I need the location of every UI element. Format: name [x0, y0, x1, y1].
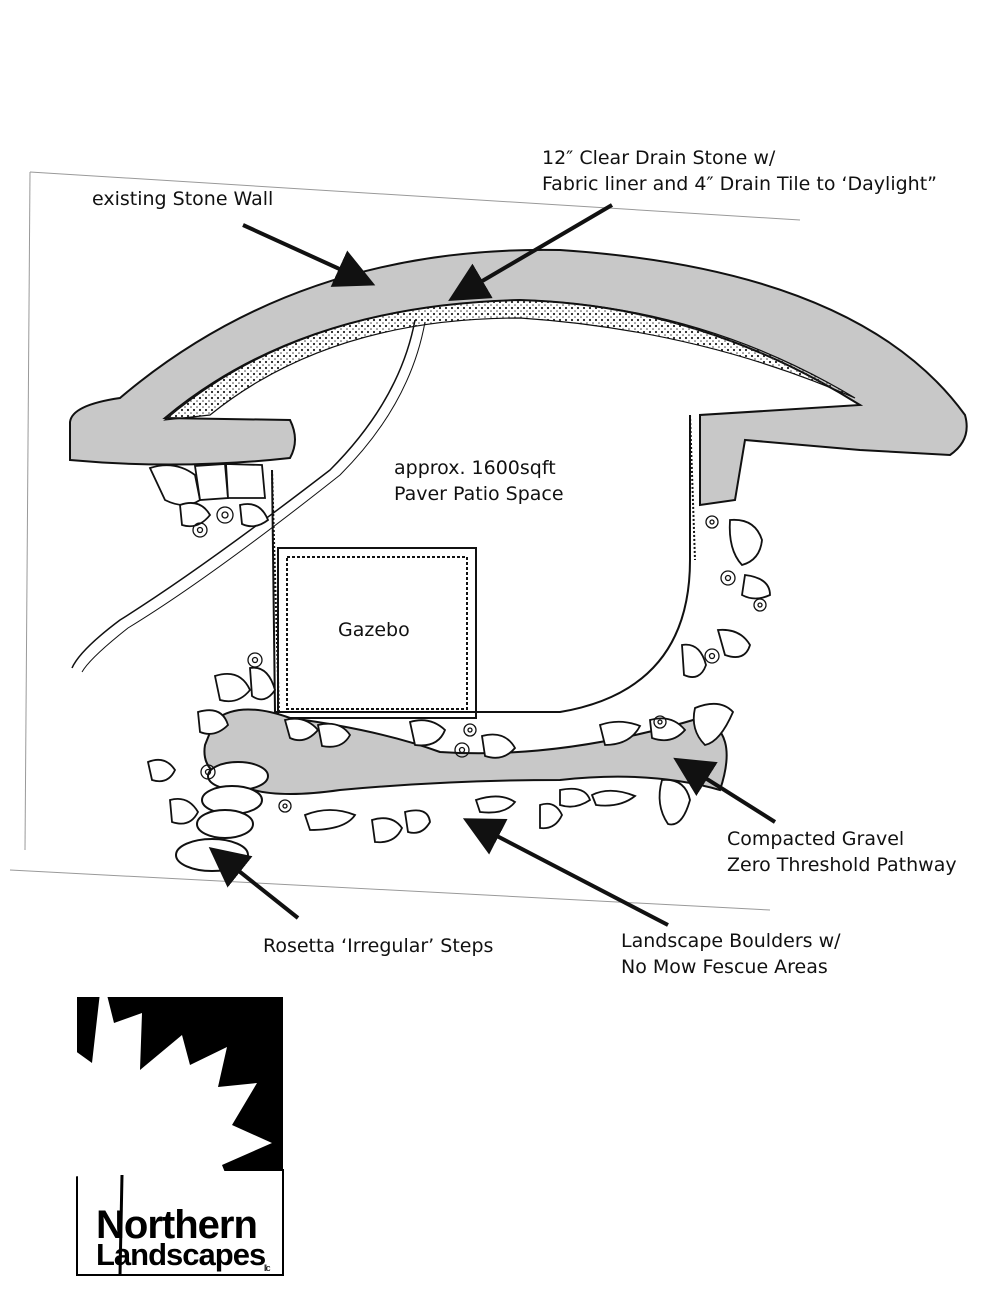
callout-arrows	[208, 203, 777, 927]
logo-line2: Landscapes	[96, 1237, 266, 1272]
steps-text: Rosetta ‘Irregular’ Steps	[263, 935, 494, 957]
drain-stone-line1: 12″ Clear Drain Stone w/	[542, 147, 776, 169]
boulders-line1: Landscape Boulders w/	[621, 930, 841, 952]
gazebo-structure	[277, 547, 477, 719]
wall-end-stones	[148, 463, 266, 506]
gravel-line1: Compacted Gravel	[727, 828, 905, 850]
fescue-flowers	[192, 506, 767, 813]
patio-line1: approx. 1600sqft	[394, 457, 556, 479]
gravel-line2: Zero Threshold Pathway	[727, 854, 957, 876]
drain-stone-line2: Fabric liner and 4″ Drain Tile to ‘Dayli…	[542, 173, 937, 195]
logo-suffix: llc	[264, 1263, 270, 1273]
boulders-line2: No Mow Fescue Areas	[621, 956, 828, 978]
label-gazebo: Gazebo	[338, 617, 410, 643]
arrow-icon	[448, 203, 614, 302]
arrow-icon	[208, 847, 300, 920]
landscape-boulders	[146, 502, 771, 844]
arrow-icon	[673, 757, 777, 824]
gazebo-text: Gazebo	[338, 619, 410, 641]
arrow-icon	[242, 223, 376, 287]
label-drain-stone: 12″ Clear Drain Stone w/ Fabric liner an…	[542, 145, 937, 197]
label-boulders: Landscape Boulders w/ No Mow Fescue Area…	[621, 928, 841, 980]
property-lines	[9, 171, 801, 911]
gravel-pathway	[203, 708, 728, 795]
label-steps: Rosetta ‘Irregular’ Steps	[263, 933, 493, 959]
maple-leaf-icon	[22, 975, 284, 1276]
existing-path-line	[71, 319, 416, 669]
label-stone-wall: existing Stone Wall	[92, 186, 273, 212]
drain-stone-strip	[163, 299, 856, 421]
logo-line1: Northern	[96, 1203, 258, 1247]
label-gravel: Compacted Gravel Zero Threshold Pathway	[727, 826, 957, 878]
northern-landscapes-logo: Northern Landscapes llc	[22, 975, 288, 1280]
label-patio: approx. 1600sqft Paver Patio Space	[394, 455, 564, 507]
patio-line2: Paver Patio Space	[394, 483, 564, 505]
stone-wall-text: existing Stone Wall	[92, 188, 274, 210]
arrow-icon	[462, 818, 669, 927]
